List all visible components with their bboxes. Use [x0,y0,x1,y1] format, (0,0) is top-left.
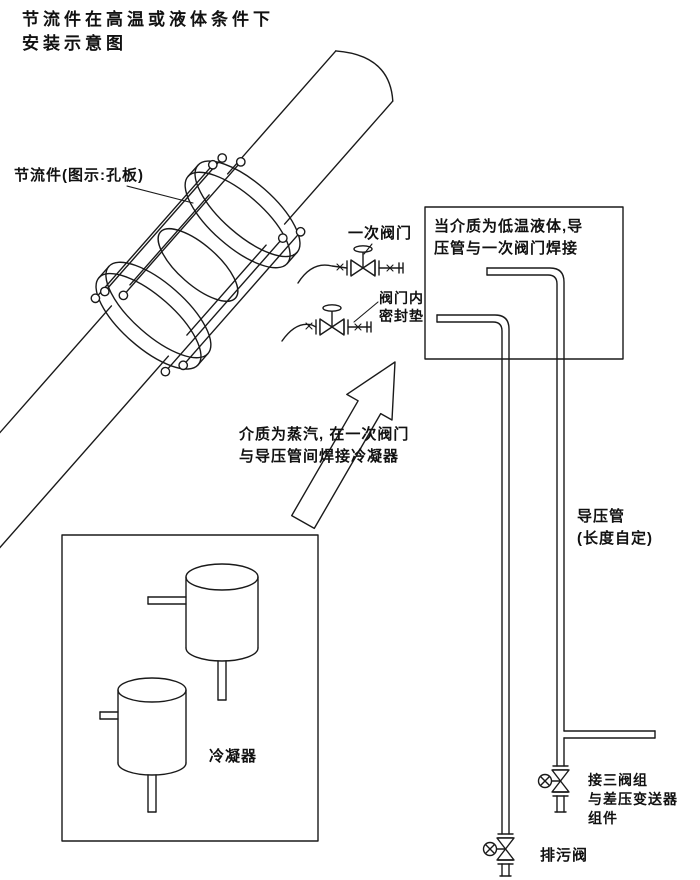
leader-lines [126,185,379,323]
label-impulse-pipe-line-1: 导压管 [577,508,626,525]
valve-bowtie [350,259,364,277]
note-steam-line-1: 介质为蒸汽, 在一次阀门 [239,426,410,443]
flange-tie-bolts [90,153,306,377]
valve-handle [353,245,373,253]
manifold-valve-symbol [537,765,570,813]
primary-valve-symbol [297,245,404,284]
valve-handle [322,304,342,312]
flange-disc [184,171,291,269]
label-condenser: 冷凝器 [209,748,258,765]
note-manifold-line-1: 接三阀组 [588,772,648,788]
low-temp-note-box [424,206,624,360]
weld-marks [305,263,394,331]
valve-bowtie [331,318,345,336]
main-pipe [0,50,394,549]
flange-disc [105,261,212,359]
title-line-2: 安装示意图 [22,34,127,53]
impulse-pipes [436,267,656,835]
label-valve-seal-line-1: 阀门内 [379,290,424,306]
note-steam-line-2: 与导压管间焊接冷凝器 [239,448,400,465]
orifice-flange-assembly [90,153,306,377]
note-low-temp-line-1: 当介质为低温液体,导 [434,218,584,235]
valve-bowtie [362,259,376,277]
throttling-device-leader [126,185,194,204]
label-drain-valve: 排污阀 [540,847,589,864]
flange-disc [95,272,202,370]
valve-bowtie [551,780,570,793]
note-manifold-line-3: 组件 [588,810,618,826]
valve-seal-leader [353,301,379,323]
condenser-cylinder-2 [99,677,187,813]
steam-note-arrow [291,361,396,530]
note-low-temp-line-2: 压管与一次阀门焊接 [434,240,579,257]
valve-bowtie [319,318,333,336]
orifice-plate-ring [157,228,239,302]
valve-bowtie [496,848,515,861]
gasket-valve-symbol [281,304,372,342]
label-valve-seal-line-2: 密封垫 [379,308,424,324]
condenser-cylinder-1 [147,563,259,701]
note-manifold-line-2: 与差压变送器 [588,791,678,807]
valve-bowtie [551,769,570,782]
label-primary-valve: 一次阀门 [348,225,413,242]
label-impulse-pipe-line-2: (长度自定) [577,530,653,547]
label-throttling-device: 节流件(图示:孔板) [14,167,144,184]
condenser-box [61,534,319,842]
drain-valve-symbol [482,833,515,877]
title-line-1: 节流件在高温或液体条件下 [22,10,274,29]
flange-disc [194,160,301,258]
valve-bowtie [496,837,515,850]
primary-valve-leader [363,243,373,255]
